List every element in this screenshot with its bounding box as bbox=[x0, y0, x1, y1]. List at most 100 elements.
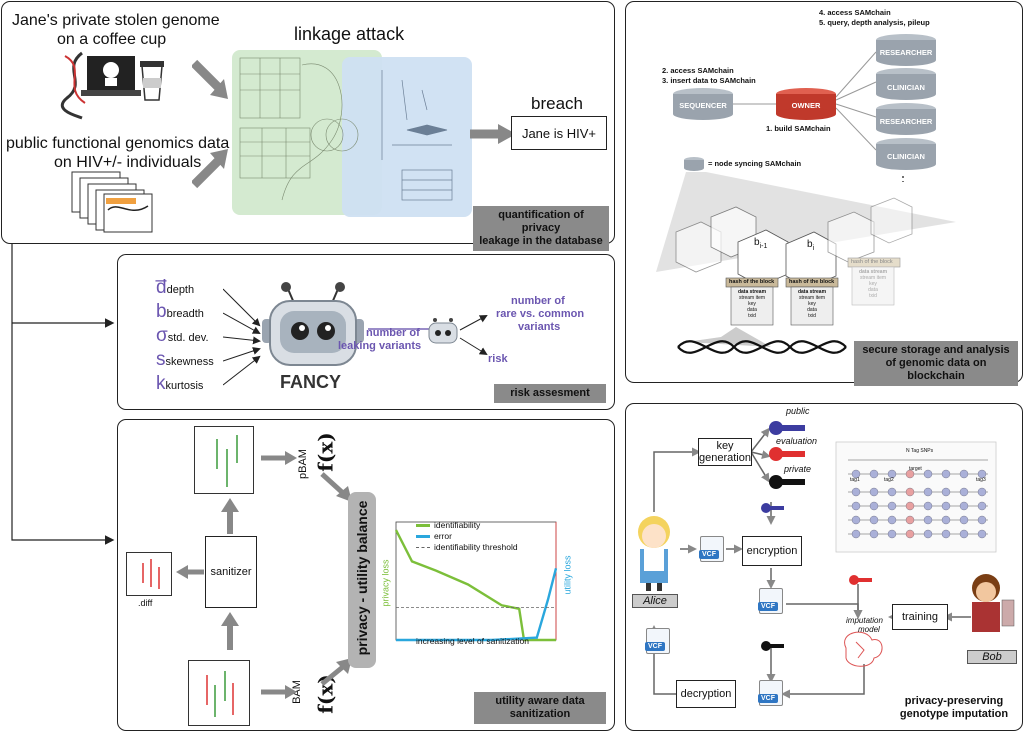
vcf-label-2: VCF bbox=[758, 602, 778, 611]
stream-1-l2: stream item bbox=[738, 295, 766, 301]
linkage-tag-line1: quantification of privacy bbox=[498, 209, 584, 234]
stream-2-l4: data bbox=[807, 307, 817, 313]
stream-2-l5: txid bbox=[808, 313, 816, 319]
snp-dot bbox=[941, 501, 951, 511]
snp-dot bbox=[923, 529, 933, 539]
small-robot-arrows bbox=[459, 315, 488, 356]
public-text-line2: on HIV+/- individuals bbox=[54, 154, 202, 171]
hash-label-2: hash of the block bbox=[789, 279, 835, 285]
stream-1: data stream stream item key data txid bbox=[732, 289, 772, 319]
legend-identifiability: identifiability bbox=[416, 520, 518, 531]
snp-dot bbox=[905, 487, 915, 497]
node-label-1: RESEARCHER bbox=[879, 48, 933, 57]
sequencer-label: SEQUENCER bbox=[679, 101, 727, 110]
node-legend: = node syncing SAMchain bbox=[708, 159, 802, 168]
blockchain-panel: 4. access SAMchain 5. query, depth analy… bbox=[625, 1, 1023, 386]
hacker-laptop-icon bbox=[60, 51, 164, 120]
hash-label-3: hash of the block bbox=[851, 259, 893, 265]
stream-3-l2: stream item bbox=[859, 275, 887, 281]
diff-reads bbox=[142, 559, 160, 589]
breach-title: breach bbox=[531, 94, 583, 113]
snp-dot bbox=[851, 487, 861, 497]
stat-kurtosis-label: kurtosis bbox=[165, 380, 204, 392]
grid-tag3: tag3 bbox=[976, 477, 986, 483]
vcf-encrypted-2: VCF bbox=[758, 680, 783, 706]
encryption-box: encryption bbox=[742, 536, 802, 566]
snp-dot bbox=[851, 515, 861, 525]
snp-dot bbox=[977, 469, 987, 479]
sanitizer-up-arrow bbox=[221, 498, 239, 534]
keygen-line2: generation bbox=[699, 452, 751, 464]
grid-tag1: tag1 bbox=[850, 477, 860, 483]
stream-2: data stream stream item key data txid bbox=[792, 289, 832, 319]
sanitization-tag-line1: utility aware data bbox=[495, 695, 585, 707]
legend-swatch-green bbox=[416, 524, 430, 528]
stream-1-l1: data stream bbox=[737, 289, 767, 295]
stat-stddev-symbol: σ bbox=[156, 325, 168, 346]
block-prev-label: bi-1 bbox=[754, 237, 767, 250]
snp-dot bbox=[851, 501, 861, 511]
vcf-file-1: VCF bbox=[699, 536, 724, 562]
stream-3-l4: data bbox=[868, 287, 878, 293]
linkage-tag-line2: leakage in the database bbox=[479, 235, 603, 247]
arrow-to-breach bbox=[470, 124, 516, 144]
dataset-stack-icon bbox=[71, 171, 153, 233]
stream-2-l3: key bbox=[808, 301, 816, 307]
snp-dot bbox=[959, 515, 969, 525]
legend-swatch-blue bbox=[416, 535, 430, 539]
stat-breadth-symbol: b bbox=[156, 301, 167, 322]
public-key-label: public bbox=[786, 406, 810, 416]
legend-error-label: error bbox=[434, 531, 452, 541]
snp-dot bbox=[959, 529, 969, 539]
snp-dot bbox=[887, 469, 897, 479]
snp-dot bbox=[869, 487, 879, 497]
stream-3-l5: txid bbox=[869, 293, 877, 299]
stat-kurtosis-symbol: k bbox=[156, 373, 166, 394]
imputation-tag-line1: privacy-preserving bbox=[904, 695, 1004, 707]
stream-3-l1: data stream bbox=[858, 269, 888, 275]
vcf-label-1: VCF bbox=[699, 550, 719, 559]
blockchain-tag: secure storage and analysis of genomic d… bbox=[854, 341, 1018, 386]
blockchain-tag-line2: of genomic data on blockchain bbox=[885, 357, 987, 382]
sanitizer-left-arrow bbox=[176, 565, 204, 579]
snp-dot bbox=[887, 487, 897, 497]
stat-stddev-label: std. dev. bbox=[167, 332, 209, 344]
snp-dot bbox=[941, 487, 951, 497]
snp-dot bbox=[905, 469, 915, 479]
bam-up-arrow bbox=[221, 612, 239, 650]
snp-dot bbox=[923, 469, 933, 479]
chart-x-label: increasing level of sanitization bbox=[416, 636, 529, 646]
legend-swatch-dashed bbox=[416, 547, 430, 549]
risk-assessment-panel: d̅depth bbreadth σstd. dev. sskewness kk… bbox=[117, 254, 615, 410]
network-diagram bbox=[673, 34, 936, 182]
snp-dot bbox=[869, 501, 879, 511]
risk-tag: risk assesment bbox=[494, 384, 606, 403]
series-line-identifiability bbox=[394, 529, 556, 642]
stat-stddev: σstd. dev. bbox=[156, 325, 209, 347]
database-sketch bbox=[239, 57, 453, 201]
block-cur-label: bi bbox=[807, 239, 814, 252]
block-cur-sub: i bbox=[812, 245, 815, 252]
evaluation-key-label: evaluation bbox=[776, 436, 818, 446]
series-line-error bbox=[396, 568, 558, 642]
keys bbox=[761, 421, 872, 651]
breach-box: Jane is HIV+ bbox=[511, 116, 607, 150]
snp-dot bbox=[851, 529, 861, 539]
vcf-encrypted-1: VCF bbox=[758, 588, 783, 614]
public-text-line1: public functional genomics data bbox=[6, 135, 230, 152]
legend-threshold-label: identifiability threshold bbox=[434, 542, 518, 552]
vcf-decrypt-in: VCF bbox=[645, 628, 670, 654]
step-2: 2. access SAMchain bbox=[662, 66, 734, 75]
snp-dot bbox=[851, 469, 861, 479]
stat-depth-symbol: d̅ bbox=[156, 277, 167, 298]
snp-dot bbox=[887, 515, 897, 525]
pbam-document bbox=[194, 426, 254, 494]
diff-document bbox=[126, 552, 172, 596]
training-box: training bbox=[892, 604, 948, 630]
decryption-box: decryption bbox=[676, 680, 736, 708]
output-line2: rare vs. common bbox=[496, 308, 585, 320]
leaking-label-line2: leaking variants bbox=[338, 340, 422, 352]
jane-text-line1: Jane's private stolen genome bbox=[12, 12, 220, 29]
fx-top: f(x) bbox=[313, 432, 338, 472]
